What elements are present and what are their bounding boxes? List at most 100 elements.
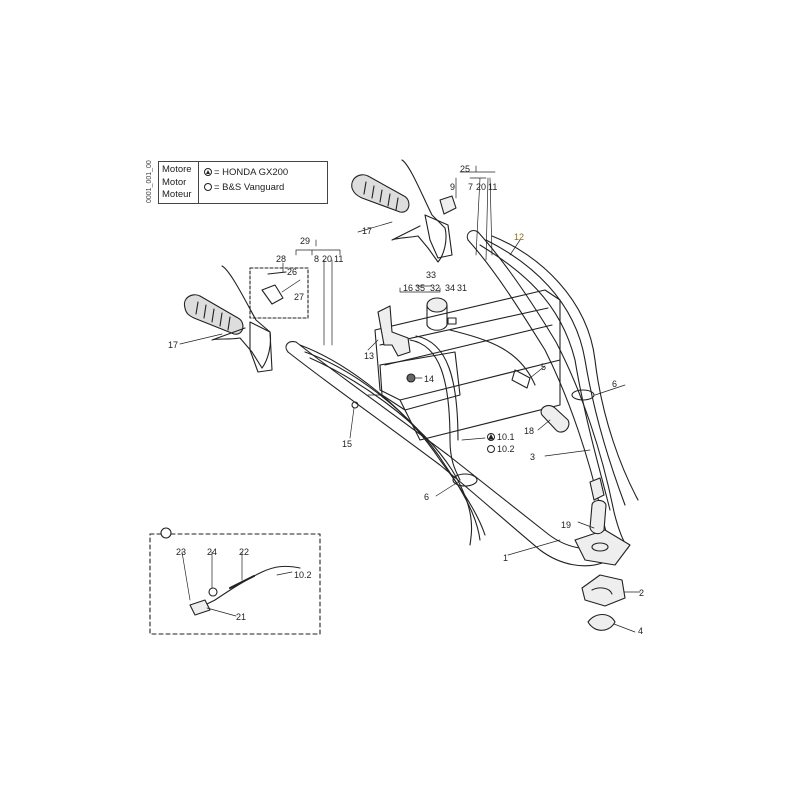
- cable-c: [309, 357, 473, 546]
- right-grip-ribs: [363, 181, 399, 211]
- part-15-nut: [351, 401, 359, 409]
- part-2-detail: [591, 587, 613, 595]
- callout-20-left: 20: [322, 254, 332, 264]
- callout-14: 14: [424, 374, 434, 384]
- engine-legend-values: = HONDA GX200 = B&S Vanguard: [200, 162, 327, 195]
- callout-24: 24: [207, 547, 217, 557]
- throttle-lever: [377, 305, 411, 357]
- engine-label-en: Motor: [162, 176, 187, 188]
- inset-circle-symbol: [160, 527, 172, 539]
- callout-18: 18: [524, 426, 534, 436]
- part-9-block: [439, 195, 457, 215]
- triangle-circle-icon: [204, 168, 212, 176]
- callout-31: 31: [457, 283, 467, 293]
- callout-25: 25: [460, 164, 470, 174]
- left-grip-ribs: [195, 301, 231, 331]
- part-14-screw: [406, 373, 416, 383]
- callout-6-right: 6: [612, 379, 617, 389]
- honda-legend-text: = HONDA GX200: [214, 167, 289, 178]
- callout-4: 4: [638, 626, 643, 636]
- right-lever-body: [424, 214, 453, 259]
- part-4-cap: [587, 613, 616, 631]
- honda-legend-row: = HONDA GX200: [204, 165, 327, 180]
- callout-10-2-inset: 10.2: [294, 570, 312, 580]
- bs-legend-row: = B&S Vanguard: [204, 180, 327, 195]
- inset-spring: [229, 575, 255, 589]
- callout-27: 27: [294, 292, 304, 302]
- inset-part-23: [189, 599, 211, 616]
- cable-h: [415, 335, 459, 441]
- part-5-connector: [511, 369, 531, 389]
- callout-1: 1: [503, 553, 508, 563]
- tube-end-left: [285, 341, 297, 353]
- cable-tie-lower: [452, 473, 478, 487]
- bs-legend-text: = B&S Vanguard: [214, 182, 285, 193]
- callout-9: 9: [450, 182, 455, 192]
- inset-part-24: [208, 587, 218, 597]
- callout-8: 8: [314, 254, 319, 264]
- callout-2: 2: [639, 588, 644, 598]
- engine-label-it: Motore: [162, 164, 192, 175]
- callout-10-2: 10.2: [497, 444, 515, 454]
- cable-i: [449, 329, 536, 386]
- callout-13: 13: [364, 351, 374, 361]
- honda-symbol-icon: [487, 433, 495, 441]
- inset-cable: [204, 565, 301, 606]
- callout-10-1: 10.1: [497, 432, 515, 442]
- cable-f: [491, 235, 639, 501]
- handlebar-tube-left: [287, 351, 606, 567]
- callout-3: 3: [530, 452, 535, 462]
- callout-11-right: 11: [488, 182, 497, 192]
- part-27-clip: [261, 284, 284, 305]
- part-2-bracket: [581, 574, 626, 607]
- callout-17-left: 17: [168, 340, 178, 350]
- left-lever-body: [249, 321, 273, 373]
- callout-33: 33: [426, 270, 436, 280]
- callout-19: 19: [561, 520, 571, 530]
- right-lever: [391, 159, 447, 263]
- right-grip: [351, 174, 410, 213]
- bs-symbol-icon: [487, 445, 495, 453]
- engine-legend: Motore Motor Moteur = HONDA GX200 = B&S …: [158, 161, 328, 204]
- part-19-sleeve: [589, 499, 607, 535]
- callout-22: 22: [239, 547, 249, 557]
- callout-20-right: 20: [476, 182, 486, 192]
- left-lever: [211, 265, 272, 369]
- callout-26: 26: [287, 267, 297, 277]
- part-26-pin: [267, 271, 287, 275]
- base-plate-hole: [591, 542, 609, 552]
- leaders: [179, 165, 641, 633]
- engine-label-column: Motore Motor Moteur: [159, 162, 199, 203]
- cable-e: [485, 239, 626, 506]
- circle-icon: [204, 183, 212, 191]
- callout-21: 21: [236, 612, 246, 622]
- part-34-connector: [447, 317, 457, 325]
- callout-5: 5: [541, 362, 546, 372]
- callout-16: 16: [403, 283, 413, 293]
- callout-29: 29: [300, 236, 310, 246]
- callout-17-right: 17: [362, 226, 372, 236]
- tube-end-right: [466, 230, 479, 241]
- callout-32: 32: [430, 283, 440, 293]
- cable-d: [479, 244, 611, 511]
- callout-15: 15: [342, 439, 352, 449]
- cable-b: [304, 351, 481, 541]
- handlebar-tube-right-inner: [477, 231, 629, 549]
- carburetor-body: [426, 304, 448, 331]
- part-27-box: [249, 267, 309, 319]
- cable-a: [299, 344, 486, 536]
- carburetor: [426, 297, 448, 313]
- callout-28: 28: [276, 254, 286, 264]
- crossbar-lower: [399, 359, 561, 441]
- inset-frame: [149, 533, 321, 635]
- cable-g: [409, 339, 461, 481]
- callout-6-left: 6: [424, 492, 429, 502]
- callout-35: 35: [415, 283, 425, 293]
- cable-tie-upper: [571, 389, 595, 401]
- callout-11-left: 11: [334, 254, 343, 264]
- callout-7: 7: [468, 182, 473, 192]
- crossbar-inner: [379, 307, 553, 366]
- callout-34: 34: [445, 283, 455, 293]
- part-3-sleeve: [589, 477, 605, 501]
